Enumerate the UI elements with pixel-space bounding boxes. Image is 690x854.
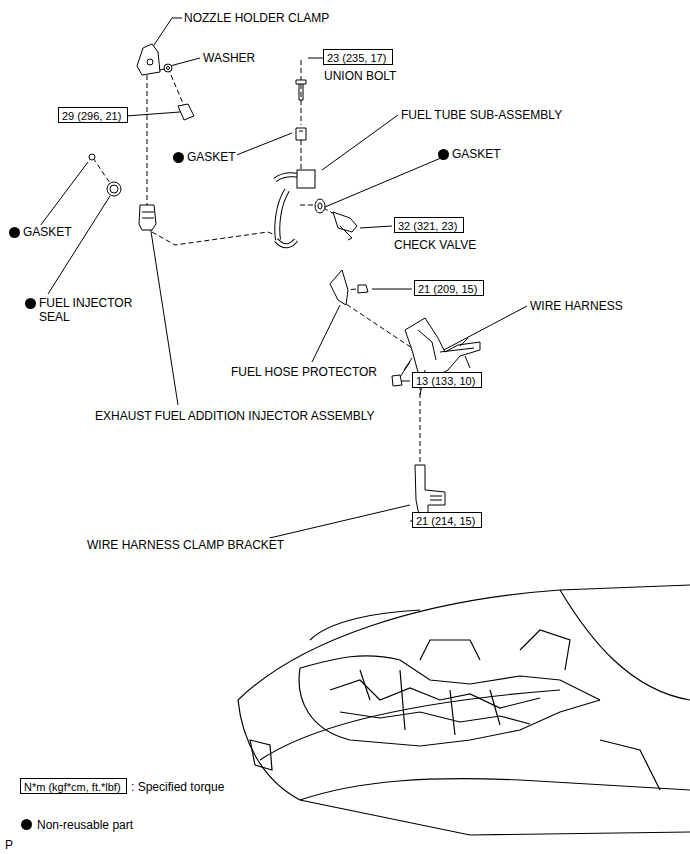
part-label: UNION BOLT <box>323 69 397 83</box>
non-reusable-mark <box>173 152 184 163</box>
page-code: P <box>4 838 14 852</box>
torque-value: 13 (133, 10) <box>416 375 475 387</box>
legend-text: Non-reusable part <box>36 818 134 832</box>
torque-box: 23 (235, 17) <box>323 49 393 65</box>
part-label: WASHER <box>202 51 256 65</box>
torque-value: 21 (214, 15) <box>416 515 475 527</box>
part-label: NOZZLE HOLDER CLAMP <box>183 11 330 25</box>
part-label: WIRE HARNESS CLAMP BRACKET <box>86 538 285 552</box>
torque-value: 21 (209, 15) <box>418 283 477 295</box>
non-reusable-mark <box>438 149 449 160</box>
non-reusable-mark <box>9 227 20 238</box>
torque-value: N*m (kgf*cm, ft.*lbf) <box>24 781 121 793</box>
torque-box: 21 (214, 15) <box>412 512 482 528</box>
torque-box: 21 (209, 15) <box>414 280 484 296</box>
non-reusable-mark <box>25 298 36 309</box>
torque-box: N*m (kgf*cm, ft.*lbf) <box>20 778 127 794</box>
torque-box: 29 (296, 21) <box>58 107 128 123</box>
part-label: FUEL HOSE PROTECTOR <box>230 365 378 379</box>
part-label: FUEL TUBE SUB-ASSEMBLY <box>400 108 563 122</box>
torque-value: 32 (321, 23) <box>398 220 457 232</box>
legend-note: : Specified torque <box>130 780 225 794</box>
torque-value: 29 (296, 21) <box>62 110 121 122</box>
torque-value: 23 (235, 17) <box>327 52 386 64</box>
torque-box: 32 (321, 23) <box>394 217 464 233</box>
part-label: WIRE HARNESS <box>529 299 624 313</box>
legend-swatch <box>21 819 32 830</box>
torque-box: 13 (133, 10) <box>412 372 482 388</box>
part-label: GASKET <box>186 150 237 164</box>
part-label: CHECK VALVE <box>393 238 477 252</box>
part-label: GASKET <box>22 225 73 239</box>
part-label: EXHAUST FUEL ADDITION INJECTOR ASSEMBLY <box>94 409 376 423</box>
part-label: GASKET <box>451 147 502 161</box>
part-label: FUEL INJECTOR SEAL <box>38 296 140 324</box>
